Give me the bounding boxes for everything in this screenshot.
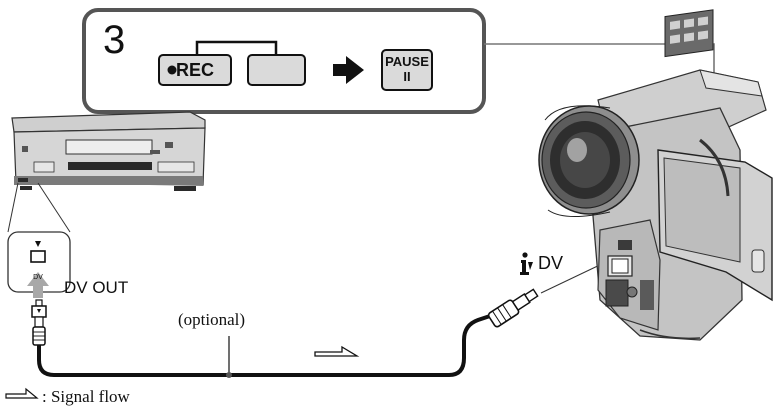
pause-button-label: PAUSE (385, 54, 429, 69)
right-dv-plug (488, 286, 540, 328)
camera-dv-label: DV (538, 253, 563, 274)
blank-button[interactable] (248, 55, 305, 85)
dv-out-label: DV OUT (64, 278, 128, 298)
zoom-line-left (8, 183, 18, 232)
pause-symbol: II (385, 69, 429, 84)
dv-port-icon (31, 251, 45, 262)
step-number: 3 (103, 20, 125, 60)
optional-label: (optional) (178, 310, 245, 330)
legend-arrow-icon (6, 389, 37, 398)
dv-cable (39, 316, 490, 375)
i-link-icon (520, 252, 533, 275)
optional-pointer-dot (226, 372, 232, 378)
rec-button-label: REC (176, 60, 214, 81)
vcr-device (12, 112, 205, 191)
camcorder (539, 10, 772, 340)
left-dv-plug (32, 300, 46, 345)
dv-port-label: DV (28, 274, 48, 281)
signal-flow-arrow-icon (315, 347, 357, 356)
legend-signal-flow: : Signal flow (42, 387, 130, 407)
zoom-line-right (38, 183, 70, 232)
